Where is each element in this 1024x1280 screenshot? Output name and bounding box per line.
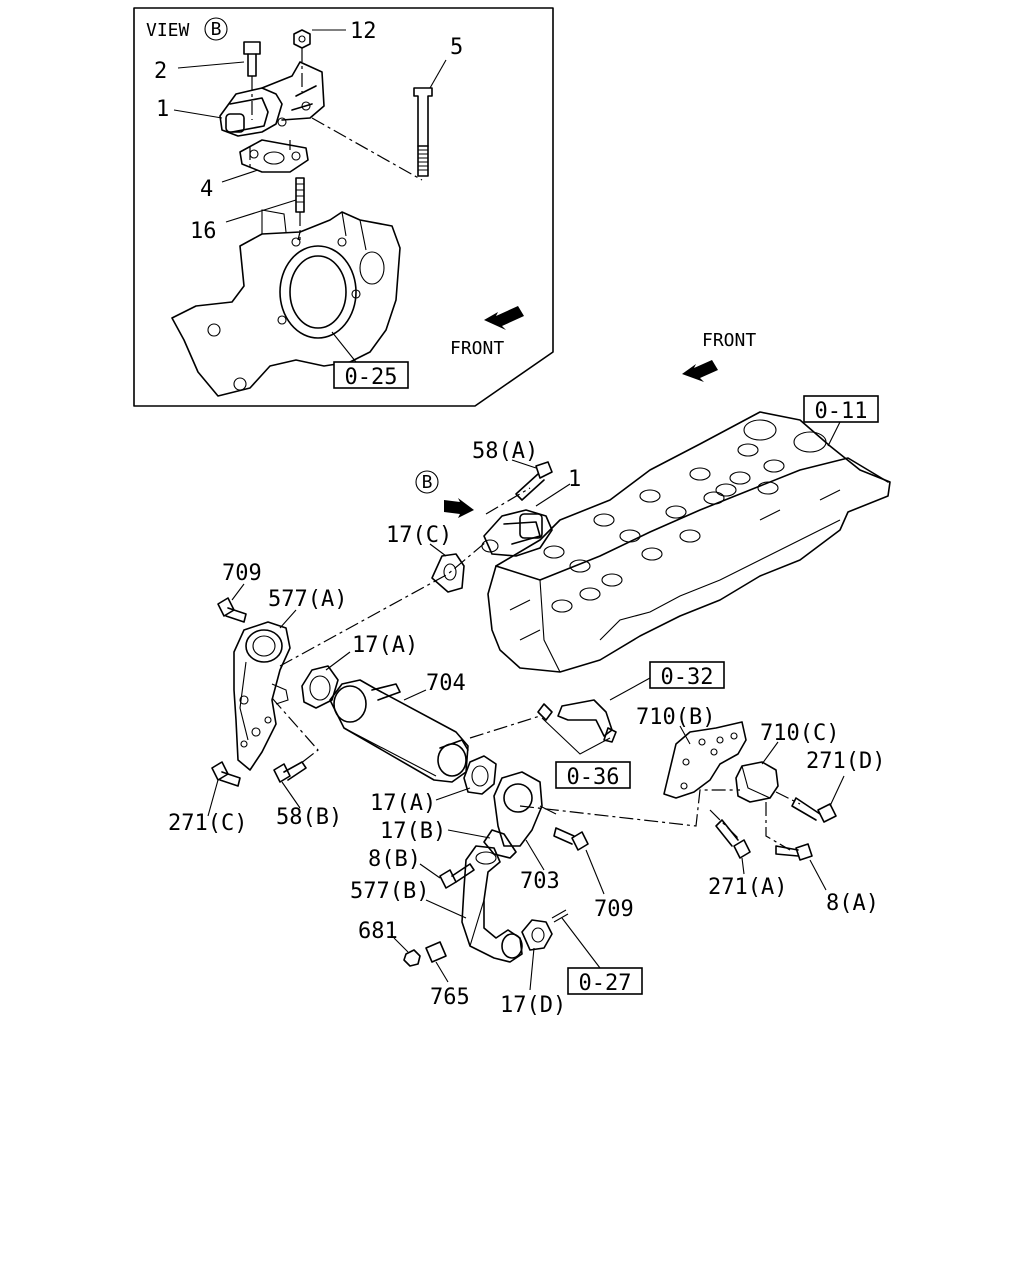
view-front-label: FRONT — [450, 338, 504, 359]
ref-box-0-25[interactable] — [333, 361, 409, 389]
guide-5 — [311, 117, 423, 181]
callout-710c: 710(C) — [760, 721, 839, 746]
main-view-marker-letter: B — [422, 472, 433, 493]
callout-17b: 17(B) — [380, 819, 446, 844]
inset-view-b: VIEW B — [133, 7, 554, 407]
bracket-710c — [735, 761, 779, 803]
bolt-271a — [715, 819, 751, 859]
callout-16: 16 — [190, 219, 217, 244]
callout-8b: 8(B) — [368, 847, 421, 872]
callout-2: 2 — [154, 59, 167, 84]
nut-12 — [293, 29, 311, 49]
callout-681: 681 — [358, 919, 398, 944]
egr-valve-main — [481, 509, 553, 557]
bolt-271d — [791, 797, 837, 823]
callout-709-left: 709 — [222, 561, 262, 586]
bolt-58a — [515, 461, 553, 501]
pipe-577b — [461, 845, 523, 963]
view-title: VIEW — [146, 20, 190, 41]
callout-271d: 271(D) — [806, 749, 885, 774]
ref-box-0-27[interactable] — [567, 967, 643, 995]
bolt-8a — [775, 843, 813, 861]
bolt-271c — [211, 761, 241, 787]
gasket-17c — [431, 553, 465, 593]
callout-12: 12 — [350, 19, 377, 44]
ref-box-0-11[interactable] — [803, 395, 879, 423]
inset-frame — [133, 7, 554, 407]
inlet-manifold — [171, 209, 401, 397]
main-front-arrow-icon — [682, 360, 718, 382]
guide-egr — [279, 541, 487, 667]
guide-58b — [271, 697, 319, 765]
main-view-marker — [415, 470, 439, 494]
callout-703: 703 — [520, 869, 560, 894]
bolt-2 — [243, 41, 261, 77]
nut-681 — [403, 949, 421, 967]
pipe-577a — [233, 621, 291, 771]
stud-5 — [413, 87, 433, 177]
stud-16 — [295, 177, 305, 213]
gasket-17a-upper — [301, 665, 339, 709]
ref-box-0-11-label: 0-11 — [815, 399, 868, 424]
callout-765: 765 — [430, 985, 470, 1010]
callout-5: 5 — [450, 35, 463, 60]
cylinder-head — [487, 411, 891, 673]
callout-8a: 8(A) — [826, 891, 879, 916]
callout-704: 704 — [426, 671, 466, 696]
view-marker-letter: B — [211, 19, 222, 40]
ref-box-0-32[interactable] — [649, 661, 725, 689]
guide-bracket — [519, 789, 740, 827]
callout-271a: 271(A) — [708, 875, 787, 900]
housing-703 — [493, 771, 557, 847]
water-hose — [537, 699, 617, 743]
callout-710b: 710(B) — [636, 705, 715, 730]
callout-577a: 577(A) — [268, 587, 347, 612]
gasket-17d — [521, 909, 569, 951]
guide-16b — [297, 231, 301, 241]
bolt-709-left — [217, 597, 247, 623]
callout-17d: 17(D) — [500, 993, 566, 1018]
callout-1: 1 — [156, 97, 169, 122]
callout-17a-lower: 17(A) — [370, 791, 436, 816]
gasket-17a-lower — [463, 755, 497, 795]
main-front-label: FRONT — [702, 330, 756, 351]
front-arrow-icon — [484, 306, 524, 330]
egr-cooler-704 — [329, 679, 469, 783]
callout-4: 4 — [200, 177, 213, 202]
callout-17c: 17(C) — [386, 523, 452, 548]
callout-17a-upper: 17(A) — [352, 633, 418, 658]
guide-bracket-bolts — [709, 802, 791, 851]
callout-58b: 58(B) — [276, 805, 342, 830]
guide-271d — [775, 791, 801, 805]
guide-gasket — [249, 140, 291, 170]
callout-271c: 271(C) — [168, 811, 247, 836]
ref-box-0-25-label: 0-25 — [345, 365, 398, 390]
ref-box-0-36-label: 0-36 — [567, 765, 620, 790]
ref-box-0-27-label: 0-27 — [579, 971, 632, 996]
sleeve-765 — [425, 941, 447, 963]
callout-577b: 577(B) — [350, 879, 429, 904]
bolt-8b — [439, 863, 475, 889]
guide-cooler-hose — [469, 715, 541, 739]
bracket-710b — [663, 721, 747, 799]
callout-1-main: 1 — [568, 467, 581, 492]
bolt-709-right — [553, 827, 589, 851]
ref-box-0-32-label: 0-32 — [661, 665, 714, 690]
ref-box-0-36[interactable] — [555, 761, 631, 789]
guide-58a — [485, 487, 531, 515]
callout-58a: 58(A) — [472, 439, 538, 464]
callout-709-right: 709 — [594, 897, 634, 922]
view-marker-circle — [204, 17, 228, 41]
egr-valve-1 — [219, 61, 325, 137]
view-b-arrow-icon — [444, 498, 474, 518]
bolt-58b — [273, 761, 307, 783]
